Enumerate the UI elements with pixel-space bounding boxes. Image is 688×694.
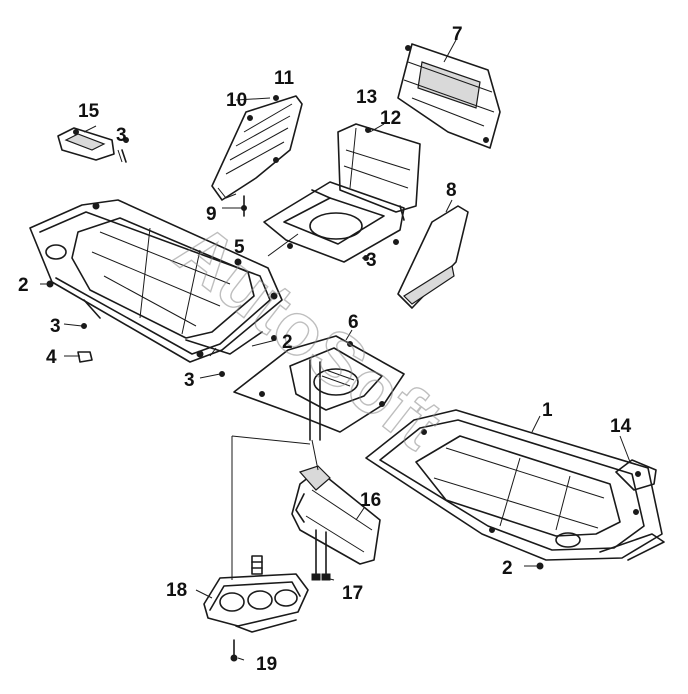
callout-16: 16 xyxy=(360,490,381,511)
callout-6: 6 xyxy=(348,312,359,333)
callout-18: 18 xyxy=(166,580,187,601)
callout-3: 3 xyxy=(184,370,195,391)
callout-11: 11 xyxy=(274,68,295,89)
callout-5: 5 xyxy=(234,237,245,258)
part-1-right-tray[interactable] xyxy=(365,409,665,561)
part-12-frame[interactable] xyxy=(263,123,421,263)
part-16-pad[interactable] xyxy=(291,465,381,565)
callout-17: 17 xyxy=(342,583,363,604)
part-17-bolts[interactable] xyxy=(309,359,331,581)
callout-labels: 1 2 2 2 3 3 3 3 4 5 6 7 8 9 10 11 12 13 … xyxy=(18,24,632,675)
part-6-center-plate[interactable] xyxy=(233,335,405,433)
part-11-side-shield[interactable] xyxy=(211,95,303,201)
callout-13: 13 xyxy=(356,87,377,108)
callout-3: 3 xyxy=(116,125,127,146)
part-19-screw[interactable] xyxy=(230,639,238,662)
leader-lines xyxy=(40,39,631,661)
part-8-side-panel[interactable] xyxy=(397,205,469,309)
callout-9: 9 xyxy=(206,204,217,225)
part-18-housing[interactable] xyxy=(203,555,309,633)
part-14-bracket[interactable] xyxy=(615,459,657,491)
callout-14: 14 xyxy=(610,416,632,437)
part-15-bracket[interactable] xyxy=(57,127,115,161)
part-5-left-tray[interactable] xyxy=(29,199,283,363)
callout-4: 4 xyxy=(46,347,57,368)
callout-19: 19 xyxy=(256,654,277,675)
callout-2: 2 xyxy=(502,558,513,579)
callout-10: 10 xyxy=(226,90,247,111)
callout-15: 15 xyxy=(78,101,100,122)
watermark: AutoSoft xyxy=(160,207,457,465)
callout-1: 1 xyxy=(542,400,553,421)
callout-2: 2 xyxy=(282,332,293,353)
part-7-rear-panel[interactable] xyxy=(397,43,501,149)
callout-7: 7 xyxy=(452,24,463,45)
callout-3: 3 xyxy=(50,316,61,337)
callout-8: 8 xyxy=(446,180,457,201)
callout-3: 3 xyxy=(366,250,377,271)
callout-12: 12 xyxy=(380,108,401,129)
callout-2: 2 xyxy=(18,275,29,296)
